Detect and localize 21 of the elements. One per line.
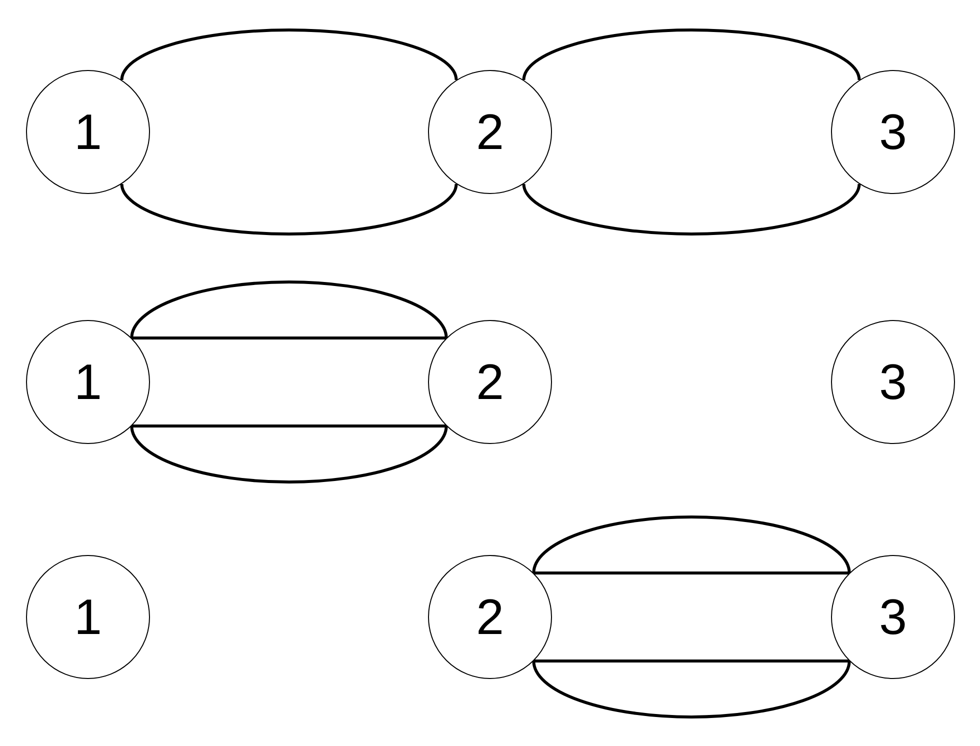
connector-line bbox=[522, 184, 861, 236]
connector-line bbox=[132, 336, 446, 340]
connector-line bbox=[534, 572, 850, 574]
connector-line bbox=[522, 28, 861, 80]
node-number: 3 bbox=[879, 592, 907, 642]
connector-line bbox=[534, 660, 850, 662]
connector-line bbox=[132, 424, 446, 428]
node-number: 2 bbox=[476, 107, 504, 157]
connector-line bbox=[532, 660, 851, 718]
connector-line bbox=[532, 516, 851, 574]
connector-line bbox=[130, 426, 448, 484]
node-number: 1 bbox=[74, 357, 102, 407]
connector-line bbox=[130, 280, 448, 338]
node-number: 3 bbox=[879, 357, 907, 407]
connector-line bbox=[120, 184, 458, 236]
node-number: 2 bbox=[476, 357, 504, 407]
node-number: 1 bbox=[74, 592, 102, 642]
node-number: 2 bbox=[476, 592, 504, 642]
node-number: 1 bbox=[74, 107, 102, 157]
node-number: 3 bbox=[879, 107, 907, 157]
connector-line bbox=[120, 28, 458, 80]
